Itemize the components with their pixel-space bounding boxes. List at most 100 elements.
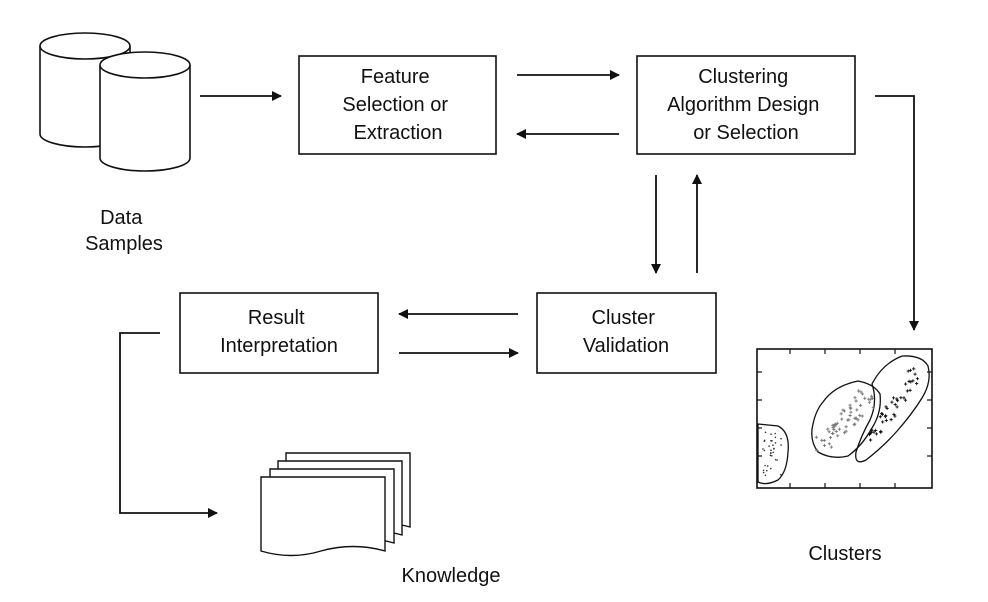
cluster-point-right — [892, 412, 896, 416]
cluster-point-right — [869, 428, 874, 432]
data-samples-label: Data Samples — [85, 207, 163, 255]
cluster-point-right — [912, 367, 916, 371]
cluster-point-right — [874, 432, 879, 436]
cluster-point-left — [764, 464, 766, 467]
cluster-point-right — [881, 420, 885, 424]
cluster-point-middle — [848, 403, 852, 407]
cluster-point-middle — [871, 406, 875, 410]
cluster-validation-box — [536, 292, 717, 374]
cluster-point-middle — [852, 423, 856, 427]
knowledge-documents-icon — [260, 452, 411, 557]
cluster-outline-right — [855, 355, 930, 463]
cluster-point-left — [772, 444, 774, 446]
cluster-point-right — [878, 415, 882, 419]
cluster-point-middle — [860, 414, 864, 418]
cluster-point-right — [905, 389, 909, 393]
cluster-point-middle — [854, 399, 858, 403]
cluster-outline-left — [757, 423, 789, 485]
cluster-point-middle — [837, 427, 842, 431]
cluster-point-left — [769, 452, 772, 454]
cluster-point-middle — [858, 413, 862, 418]
cluster-point-middle — [836, 434, 840, 438]
cluster-point-middle — [867, 397, 871, 401]
cluster-point-right — [895, 399, 900, 403]
cluster-point-left — [762, 471, 765, 474]
cluster-point-middle — [855, 408, 859, 412]
clusters-label: Clusters — [808, 543, 881, 565]
cluster-point-right — [903, 382, 908, 386]
clusters-plot-frame — [756, 348, 933, 489]
cluster-point-left — [762, 469, 765, 472]
cluster-point-left — [771, 454, 773, 457]
cluster-point-left — [770, 440, 773, 442]
cluster-point-middle — [848, 413, 852, 418]
arrow-interpretation-to-knowledge — [119, 332, 218, 518]
cluster-point-left — [770, 449, 772, 452]
cluster-point-right — [906, 369, 910, 373]
cluster-point-left — [764, 431, 767, 434]
cluster-point-right — [915, 381, 919, 386]
cluster-point-left — [769, 454, 772, 457]
cluster-point-middle — [814, 435, 818, 439]
cluster-point-left — [780, 437, 782, 440]
cluster-point-left — [780, 444, 782, 446]
cluster-point-right — [879, 430, 883, 434]
cluster-point-right — [911, 379, 915, 383]
cluster-point-left — [779, 473, 782, 476]
cluster-point-middle — [826, 427, 830, 431]
cluster-point-right — [883, 415, 887, 419]
cluster-validation-label: Cluster Validation — [583, 307, 669, 357]
cluster-point-middle — [831, 425, 835, 430]
cluster-point-middle — [834, 429, 838, 434]
cluster-point-middle — [859, 390, 863, 394]
cluster-point-right — [889, 418, 893, 422]
clustering-algorithm-label: Clustering Algorithm Design or Selection — [667, 66, 825, 144]
cluster-point-right — [903, 398, 908, 402]
cluster-point-middle — [828, 435, 833, 440]
cluster-point-middle — [827, 430, 831, 434]
cluster-point-right — [885, 406, 889, 411]
cluster-point-left — [774, 432, 776, 435]
cluster-point-right — [874, 428, 878, 433]
cluster-point-left — [763, 449, 766, 452]
cluster-points — [762, 367, 920, 477]
cluster-point-left — [776, 459, 778, 461]
cluster-point-middle — [815, 448, 819, 452]
result-interpretation-box — [179, 292, 379, 374]
cluster-point-left — [762, 448, 764, 450]
cluster-point-left — [766, 465, 769, 467]
cluster-point-right — [893, 414, 897, 418]
cluster-point-middle — [856, 418, 860, 422]
cluster-point-right — [895, 405, 899, 409]
cluster-point-left — [773, 447, 775, 450]
cluster-point-middle — [829, 445, 833, 449]
database-icon — [39, 32, 191, 172]
cluster-point-middle — [849, 406, 853, 410]
cluster-point-middle — [840, 417, 844, 421]
cluster-point-right — [909, 380, 913, 384]
cluster-point-left — [774, 436, 777, 439]
cluster-point-middle — [867, 400, 872, 404]
cluster-point-middle — [846, 418, 850, 422]
cluster-point-right — [884, 418, 888, 422]
cluster-outline-middle — [811, 380, 881, 458]
cluster-point-middle — [820, 438, 824, 442]
cluster-point-middle — [832, 427, 836, 431]
cluster-point-right — [891, 396, 896, 400]
arrow-algorithm-to-clusters — [875, 95, 919, 331]
cluster-point-right — [893, 402, 897, 407]
cluster-point-middle — [856, 389, 861, 393]
cluster-point-left — [768, 445, 770, 447]
cluster-point-middle — [822, 443, 827, 448]
cluster-point-middle — [853, 416, 857, 421]
cluster-point-left — [772, 451, 775, 454]
cluster-point-right — [899, 396, 903, 400]
cluster-point-middle — [844, 425, 848, 429]
cluster-point-middle — [842, 409, 847, 413]
cluster-point-middle — [839, 412, 843, 416]
cluster-point-left — [770, 433, 772, 435]
cluster-point-middle — [860, 392, 864, 396]
cluster-point-left — [774, 442, 777, 444]
cluster-point-right — [895, 397, 899, 401]
